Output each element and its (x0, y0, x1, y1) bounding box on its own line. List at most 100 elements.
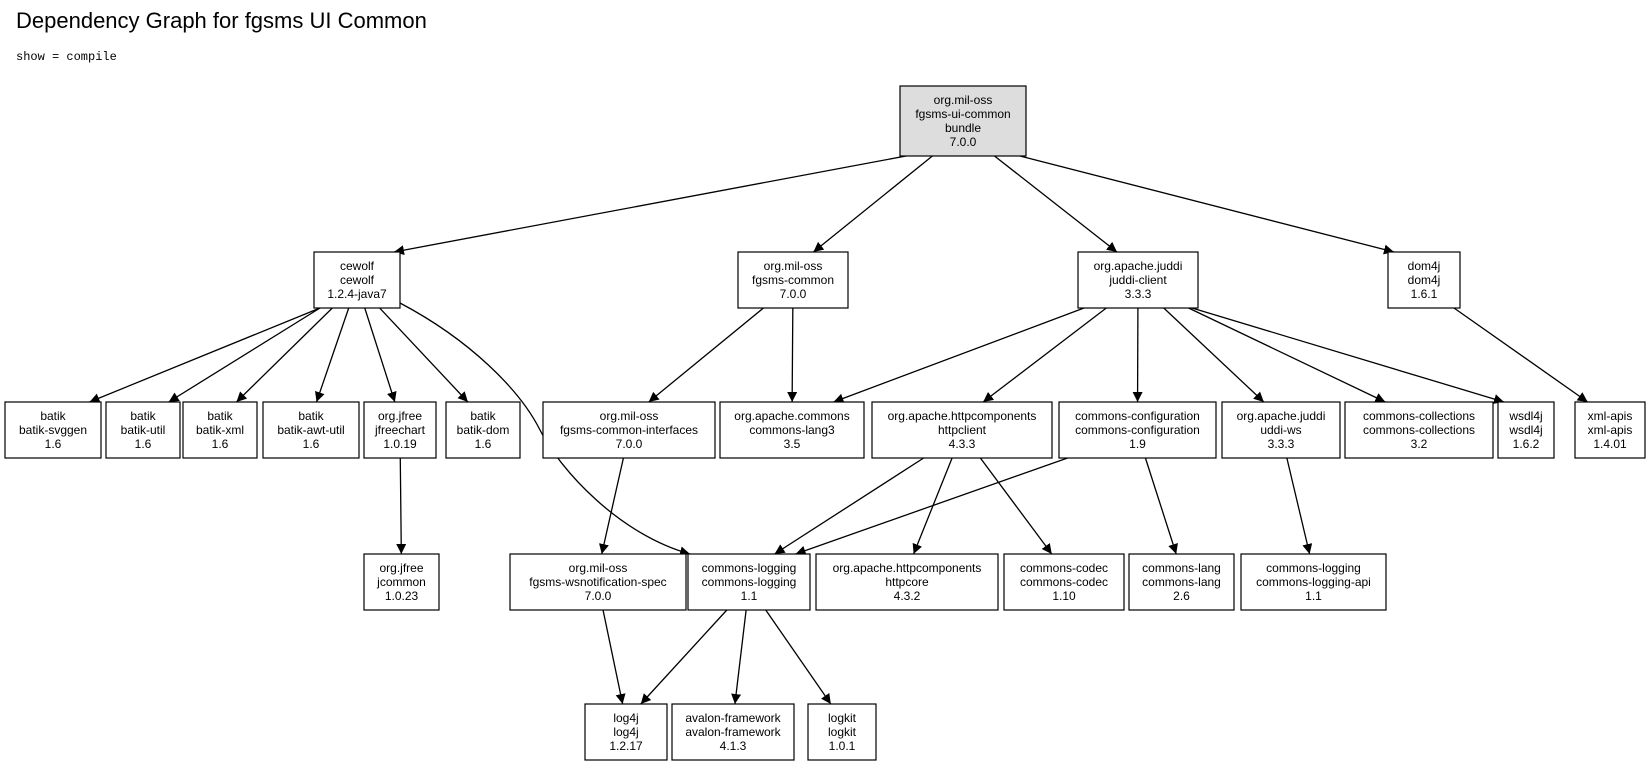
edge-cewolf-to-batik-dom (379, 307, 469, 403)
node-box (105, 401, 181, 459)
node-label-line: httpcore (885, 575, 929, 589)
node-label-line: 1.2.17 (609, 739, 643, 753)
node-label-line: org.mil-oss (934, 93, 993, 107)
node-box (671, 703, 795, 761)
node-box (363, 401, 437, 459)
node-label-line: fgsms-common-interfaces (560, 423, 698, 437)
node-label-line: avalon-framework (685, 711, 781, 725)
node-label-line: cewolf (340, 259, 375, 273)
node-label-line: 4.3.3 (949, 437, 976, 451)
edge-cewolf-to-batik-awt-util (315, 307, 350, 403)
node-box (815, 553, 999, 611)
node-box (1497, 401, 1555, 459)
edge-cewolf-to-batik-svggen (89, 307, 321, 403)
node-box (363, 553, 440, 611)
node-box (1221, 401, 1341, 459)
node-box (1574, 401, 1646, 459)
node-label-line: jfreechart (374, 423, 426, 437)
node-label-line: avalon-framework (685, 725, 781, 739)
node-box (719, 401, 865, 459)
node-label-line: commons-lang (1142, 561, 1221, 575)
node-label-line: org.apache.juddi (1094, 259, 1183, 273)
edge-fgsms-common-to-commons-lang3 (787, 307, 798, 403)
node-label-line: commons-configuration (1075, 423, 1200, 437)
scope-filter-label: show = compile (16, 50, 117, 64)
node-label-line: org.apache.juddi (1237, 409, 1326, 423)
node-label-line: fgsms-ui-common (915, 107, 1010, 121)
edge-juddi-client-to-commons-collections (1188, 307, 1386, 403)
node-label-line: commons-logging-api (1256, 575, 1371, 589)
node-box (509, 553, 687, 611)
node-label-line: dom4j (1408, 273, 1441, 287)
edge-fgsms-common-to-fgsms-common-interfaces (648, 307, 764, 403)
node-label-line: xml-apis (1588, 423, 1633, 437)
edge-httpclient-to-commons-codec (979, 457, 1053, 555)
edge-commons-logging-to-logkit (765, 609, 832, 705)
node-label-line: batik-xml (196, 423, 244, 437)
edge-httpclient-to-commons-logging (774, 457, 925, 555)
node-label-line: org.apache.httpcomponents (888, 409, 1037, 423)
node-box (1058, 401, 1217, 459)
node-box (1128, 553, 1235, 611)
node-label-line: batik-dom (457, 423, 510, 437)
node-label-line: 1.0.19 (383, 437, 417, 451)
node-label-line: 4.3.2 (894, 589, 921, 603)
node-label-line: 1.4.01 (1593, 437, 1627, 451)
node-label-line: batik-util (121, 423, 166, 437)
node-box (182, 401, 258, 459)
node-label-line: wsdl4j (1508, 423, 1542, 437)
edge-juddi-client-to-wsdl4j (1191, 307, 1505, 404)
node-label-line: org.mil-oss (600, 409, 659, 423)
node-label-line: xml-apis (1588, 409, 1633, 423)
node-label-line: 3.5 (784, 437, 801, 451)
edge-root-to-dom4j (1019, 155, 1395, 255)
node-label-line: commons-lang3 (749, 423, 835, 437)
node-label-line: 3.3.3 (1268, 437, 1295, 451)
edge-root-to-fgsms-common (812, 155, 933, 253)
edge-jfreechart-to-jcommon (396, 457, 407, 555)
node-label-line: batik (470, 409, 496, 423)
node-label-line: 1.1 (741, 589, 758, 603)
node-box (313, 251, 401, 309)
node-label-line: jcommon (376, 575, 426, 589)
node-label-line: commons-codec (1020, 561, 1108, 575)
edge-root-to-juddi-client (994, 155, 1118, 253)
node-label-line: uddi-ws (1260, 423, 1301, 437)
node-label-line: cewolf (340, 273, 375, 287)
edge-uddi-ws-to-commons-logging-api (1286, 457, 1313, 555)
node-label-line: 7.0.0 (585, 589, 612, 603)
node-label-line: dom4j (1408, 259, 1441, 273)
node-box (1344, 401, 1494, 459)
node-label-line: httpclient (938, 423, 987, 437)
edge-cewolf-to-commons-logging (399, 302, 691, 557)
edge-commons-configuration-to-commons-logging (795, 457, 1068, 556)
node-label-line: batik-awt-util (277, 423, 344, 437)
node-box (737, 251, 849, 309)
edge-root-to-cewolf (393, 155, 907, 256)
node-label-line: 3.2 (1411, 437, 1428, 451)
node-label-line: batik-svggen (19, 423, 87, 437)
node-label-line: batik (130, 409, 156, 423)
edge-juddi-client-to-commons-lang3 (833, 307, 1085, 404)
node-commons-configuration: commons-configurationcommons-configurati… (1058, 401, 1217, 459)
edge-dom4j-to-xml-apis (1453, 307, 1589, 403)
node-label-line: org.mil-oss (764, 259, 823, 273)
node-label-line: org.jfree (378, 409, 422, 423)
node-label-line: 7.0.0 (780, 287, 807, 301)
node-label-line: 1.6.1 (1411, 287, 1438, 301)
